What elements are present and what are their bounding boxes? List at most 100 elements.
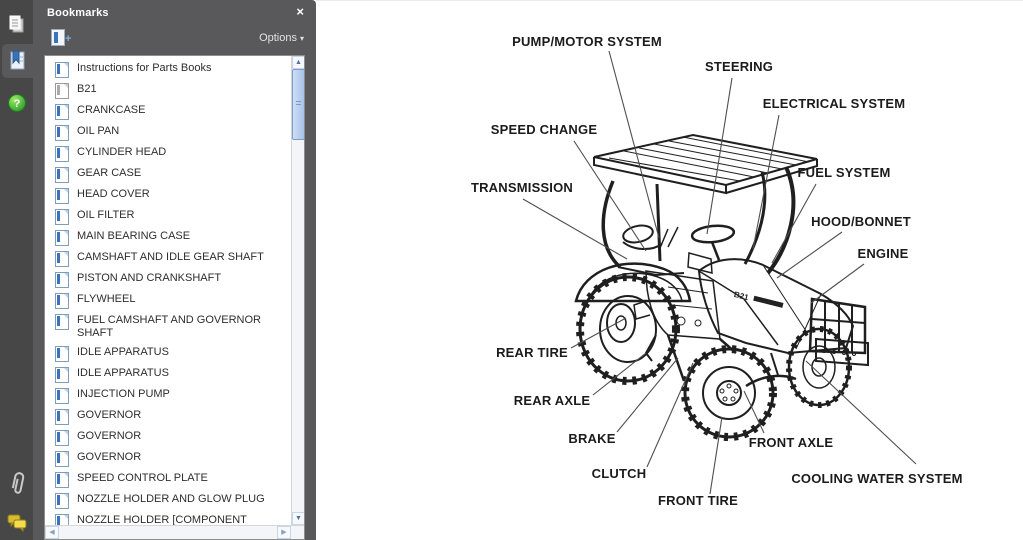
leader-line <box>608 50 660 239</box>
bookmark-page-icon <box>55 166 69 183</box>
diagram-label: TRANSMISSION <box>471 180 573 195</box>
bookmark-page-icon <box>55 145 69 162</box>
page-icon <box>55 82 69 99</box>
bookmark-item[interactable]: INJECTION PUMP <box>55 385 291 406</box>
bookmark-page-icon <box>55 208 69 225</box>
bookmark-label: Instructions for Parts Books <box>77 61 212 74</box>
diagram-label: BRAKE <box>568 431 615 446</box>
scroll-left-button[interactable]: ◀ <box>45 526 59 539</box>
leader-line <box>709 416 723 495</box>
help-button[interactable]: ? <box>0 90 33 120</box>
bookmark-page-icon <box>55 450 69 467</box>
vertical-scrollbar[interactable]: ▲ ▼ <box>291 56 304 525</box>
bookmarks-panel-header: Bookmarks × <box>33 0 316 26</box>
bookmark-item[interactable]: CRANKCASE <box>55 101 291 122</box>
comments-button[interactable] <box>0 510 33 540</box>
bookmark-label: GOVERNOR <box>77 450 142 463</box>
help-icon: ? <box>7 93 27 118</box>
new-bookmark-icon <box>51 29 65 46</box>
bookmark-page-icon <box>55 292 69 309</box>
diagram-label: FRONT TIRE <box>658 493 738 508</box>
bookmark-page-icon <box>55 345 69 362</box>
navigation-rail: ? <box>0 0 33 540</box>
bookmarks-panel: Bookmarks × + Options▾ Instructions for … <box>33 0 316 540</box>
bookmark-item[interactable]: GEAR CASE <box>55 164 291 185</box>
bookmark-label: SPEED CONTROL PLATE <box>77 471 208 484</box>
bookmark-item[interactable]: NOZZLE HOLDER AND GLOW PLUG <box>55 490 291 511</box>
diagram-label: REAR TIRE <box>496 345 568 360</box>
bookmark-label: B21 <box>77 82 97 95</box>
bookmark-item[interactable]: SPEED CONTROL PLATE <box>55 469 291 490</box>
bookmark-item[interactable]: B21 <box>55 80 291 101</box>
leader-line <box>570 317 627 349</box>
bookmark-item[interactable]: PISTON AND CRANKSHAFT <box>55 269 291 290</box>
scroll-thumb[interactable] <box>292 69 304 140</box>
diagram-label: CLUTCH <box>592 466 647 481</box>
bookmark-item[interactable]: OIL PAN <box>55 122 291 143</box>
leader-line <box>805 360 917 465</box>
bookmarks-panel-button[interactable] <box>0 48 33 78</box>
bookmark-label: IDLE APPARATUS <box>77 345 169 358</box>
bookmark-label: MAIN BEARING CASE <box>77 229 191 242</box>
new-bookmark-button[interactable]: + <box>51 29 73 47</box>
leader-line <box>743 390 765 434</box>
leader-line <box>810 263 865 304</box>
bookmarks-toolbar: + Options▾ <box>33 26 316 54</box>
bookmark-label: OIL PAN <box>77 124 120 137</box>
hood-model-text: B21 <box>733 290 750 302</box>
bookmark-label: NOZZLE HOLDER AND GLOW PLUG <box>77 492 265 505</box>
bookmark-item[interactable]: MAIN BEARING CASE <box>55 227 291 248</box>
bookmark-item[interactable]: OIL FILTER <box>55 206 291 227</box>
leader-line <box>752 114 780 250</box>
leader-line <box>771 183 817 264</box>
bookmark-page-icon <box>55 471 69 488</box>
bookmark-item[interactable]: GOVERNOR <box>55 427 291 448</box>
bookmark-label: GEAR CASE <box>77 166 142 179</box>
diagram-label: SPEED CHANGE <box>491 122 598 137</box>
bookmark-item[interactable]: CYLINDER HEAD <box>55 143 291 164</box>
leader-line <box>706 77 733 235</box>
bookmark-item[interactable]: IDLE APPARATUS <box>55 343 291 364</box>
chevron-down-icon: ▾ <box>299 34 304 43</box>
attachments-button[interactable] <box>0 470 33 500</box>
bookmark-item[interactable]: CAMSHAFT AND IDLE GEAR SHAFT <box>55 248 291 269</box>
bookmark-page-icon <box>55 229 69 246</box>
scroll-up-button[interactable]: ▲ <box>292 56 304 69</box>
bookmark-item[interactable]: Instructions for Parts Books <box>55 59 291 80</box>
diagram-label: COOLING WATER SYSTEM <box>791 471 962 486</box>
leader-line <box>592 352 647 396</box>
bookmark-item[interactable]: NOZZLE HOLDER [COMPONENT PARTS] <box>55 511 291 525</box>
bookmark-label: HEAD COVER <box>77 187 150 200</box>
diagram-label: FUEL SYSTEM <box>798 165 891 180</box>
bookmark-item[interactable]: FLYWHEEL <box>55 290 291 311</box>
pages-panel-button[interactable] <box>0 12 33 42</box>
bookmark-label: PISTON AND CRANKSHAFT <box>77 271 222 284</box>
bookmark-item[interactable]: FUEL CAMSHAFT AND GOVERNOR SHAFT <box>55 311 291 343</box>
document-area: B21 <box>316 0 1023 540</box>
bookmark-label: FUEL CAMSHAFT AND GOVERNOR SHAFT <box>77 313 261 340</box>
diagram-label: ELECTRICAL SYSTEM <box>763 96 906 111</box>
panel-close-button[interactable]: × <box>296 4 304 19</box>
scroll-right-button[interactable]: ▶ <box>277 526 291 539</box>
scroll-down-button[interactable]: ▼ <box>292 512 304 525</box>
bookmarks-icon <box>7 49 27 78</box>
bookmark-label: GOVERNOR <box>77 408 142 421</box>
diagram-label: HOOD/BONNET <box>811 214 911 229</box>
bookmark-item[interactable]: HEAD COVER <box>55 185 291 206</box>
options-button[interactable]: Options▾ <box>259 32 304 44</box>
diagram-label: FRONT AXLE <box>749 435 834 450</box>
bookmark-page-icon <box>55 250 69 267</box>
bookmark-label: GOVERNOR <box>77 429 142 442</box>
pages-icon <box>7 14 27 41</box>
bookmark-label: CAMSHAFT AND IDLE GEAR SHAFT <box>77 250 264 263</box>
bookmark-label: INJECTION PUMP <box>77 387 170 400</box>
bookmark-item[interactable]: GOVERNOR <box>55 448 291 469</box>
leader-line <box>573 140 647 252</box>
bookmark-label: OIL FILTER <box>77 208 135 221</box>
bookmark-item[interactable]: GOVERNOR <box>55 406 291 427</box>
bookmark-page-icon <box>55 492 69 509</box>
bookmark-item[interactable]: IDLE APPARATUS <box>55 364 291 385</box>
horizontal-scrollbar[interactable]: ◀ ▶ <box>45 525 304 539</box>
